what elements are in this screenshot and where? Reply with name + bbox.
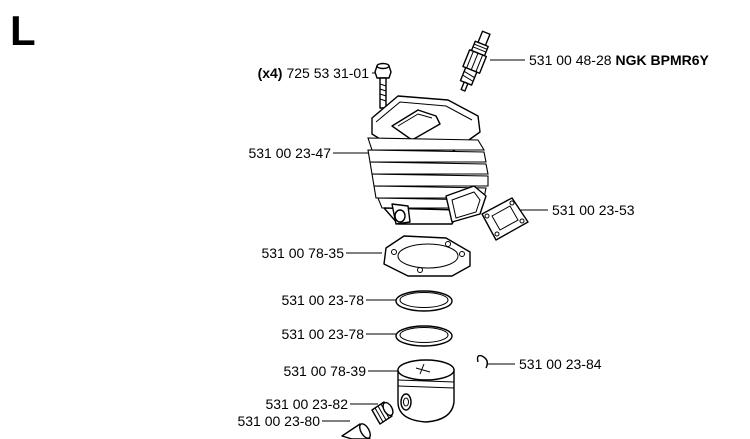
circlip-drawing <box>476 354 489 369</box>
leader-lines <box>322 59 548 422</box>
label-circlip: 531 00 23-84 <box>519 356 602 372</box>
label-piston-pin: 531 00 23-80 <box>237 413 320 429</box>
piston-drawing <box>397 359 455 423</box>
spark-plug-name: NGK BPMR6Y <box>616 52 710 68</box>
bolt-part-number: 725 53 31-01 <box>286 65 369 81</box>
label-ring-lower: 531 00 23-78 <box>281 326 364 342</box>
label-cylinder: 531 00 23-47 <box>248 145 331 161</box>
label-piston: 531 00 78-39 <box>283 363 366 379</box>
label-exhaust-gasket: 531 00 23-53 <box>552 202 635 218</box>
bolt-qty: (x4) <box>258 65 283 81</box>
label-base-gasket: 531 00 78-35 <box>261 245 344 261</box>
section-letter: L <box>10 7 36 54</box>
bolt-drawing <box>374 62 392 109</box>
spark-plug-drawing <box>459 30 491 92</box>
piston-rings-drawing <box>395 290 453 347</box>
label-bolt: (x4)725 53 31-01 <box>258 65 370 81</box>
base-gasket-drawing <box>383 235 471 277</box>
label-needle-bearing: 531 00 23-82 <box>265 396 348 412</box>
needle-bearing-drawing <box>371 401 394 425</box>
spark-plug-part-number: 531 00 48-28 <box>529 52 612 68</box>
exhaust-gasket-drawing <box>481 197 529 241</box>
label-ring-upper: 531 00 23-78 <box>281 292 364 308</box>
piston-pin-drawing <box>341 423 371 439</box>
cylinder-drawing <box>367 95 489 225</box>
